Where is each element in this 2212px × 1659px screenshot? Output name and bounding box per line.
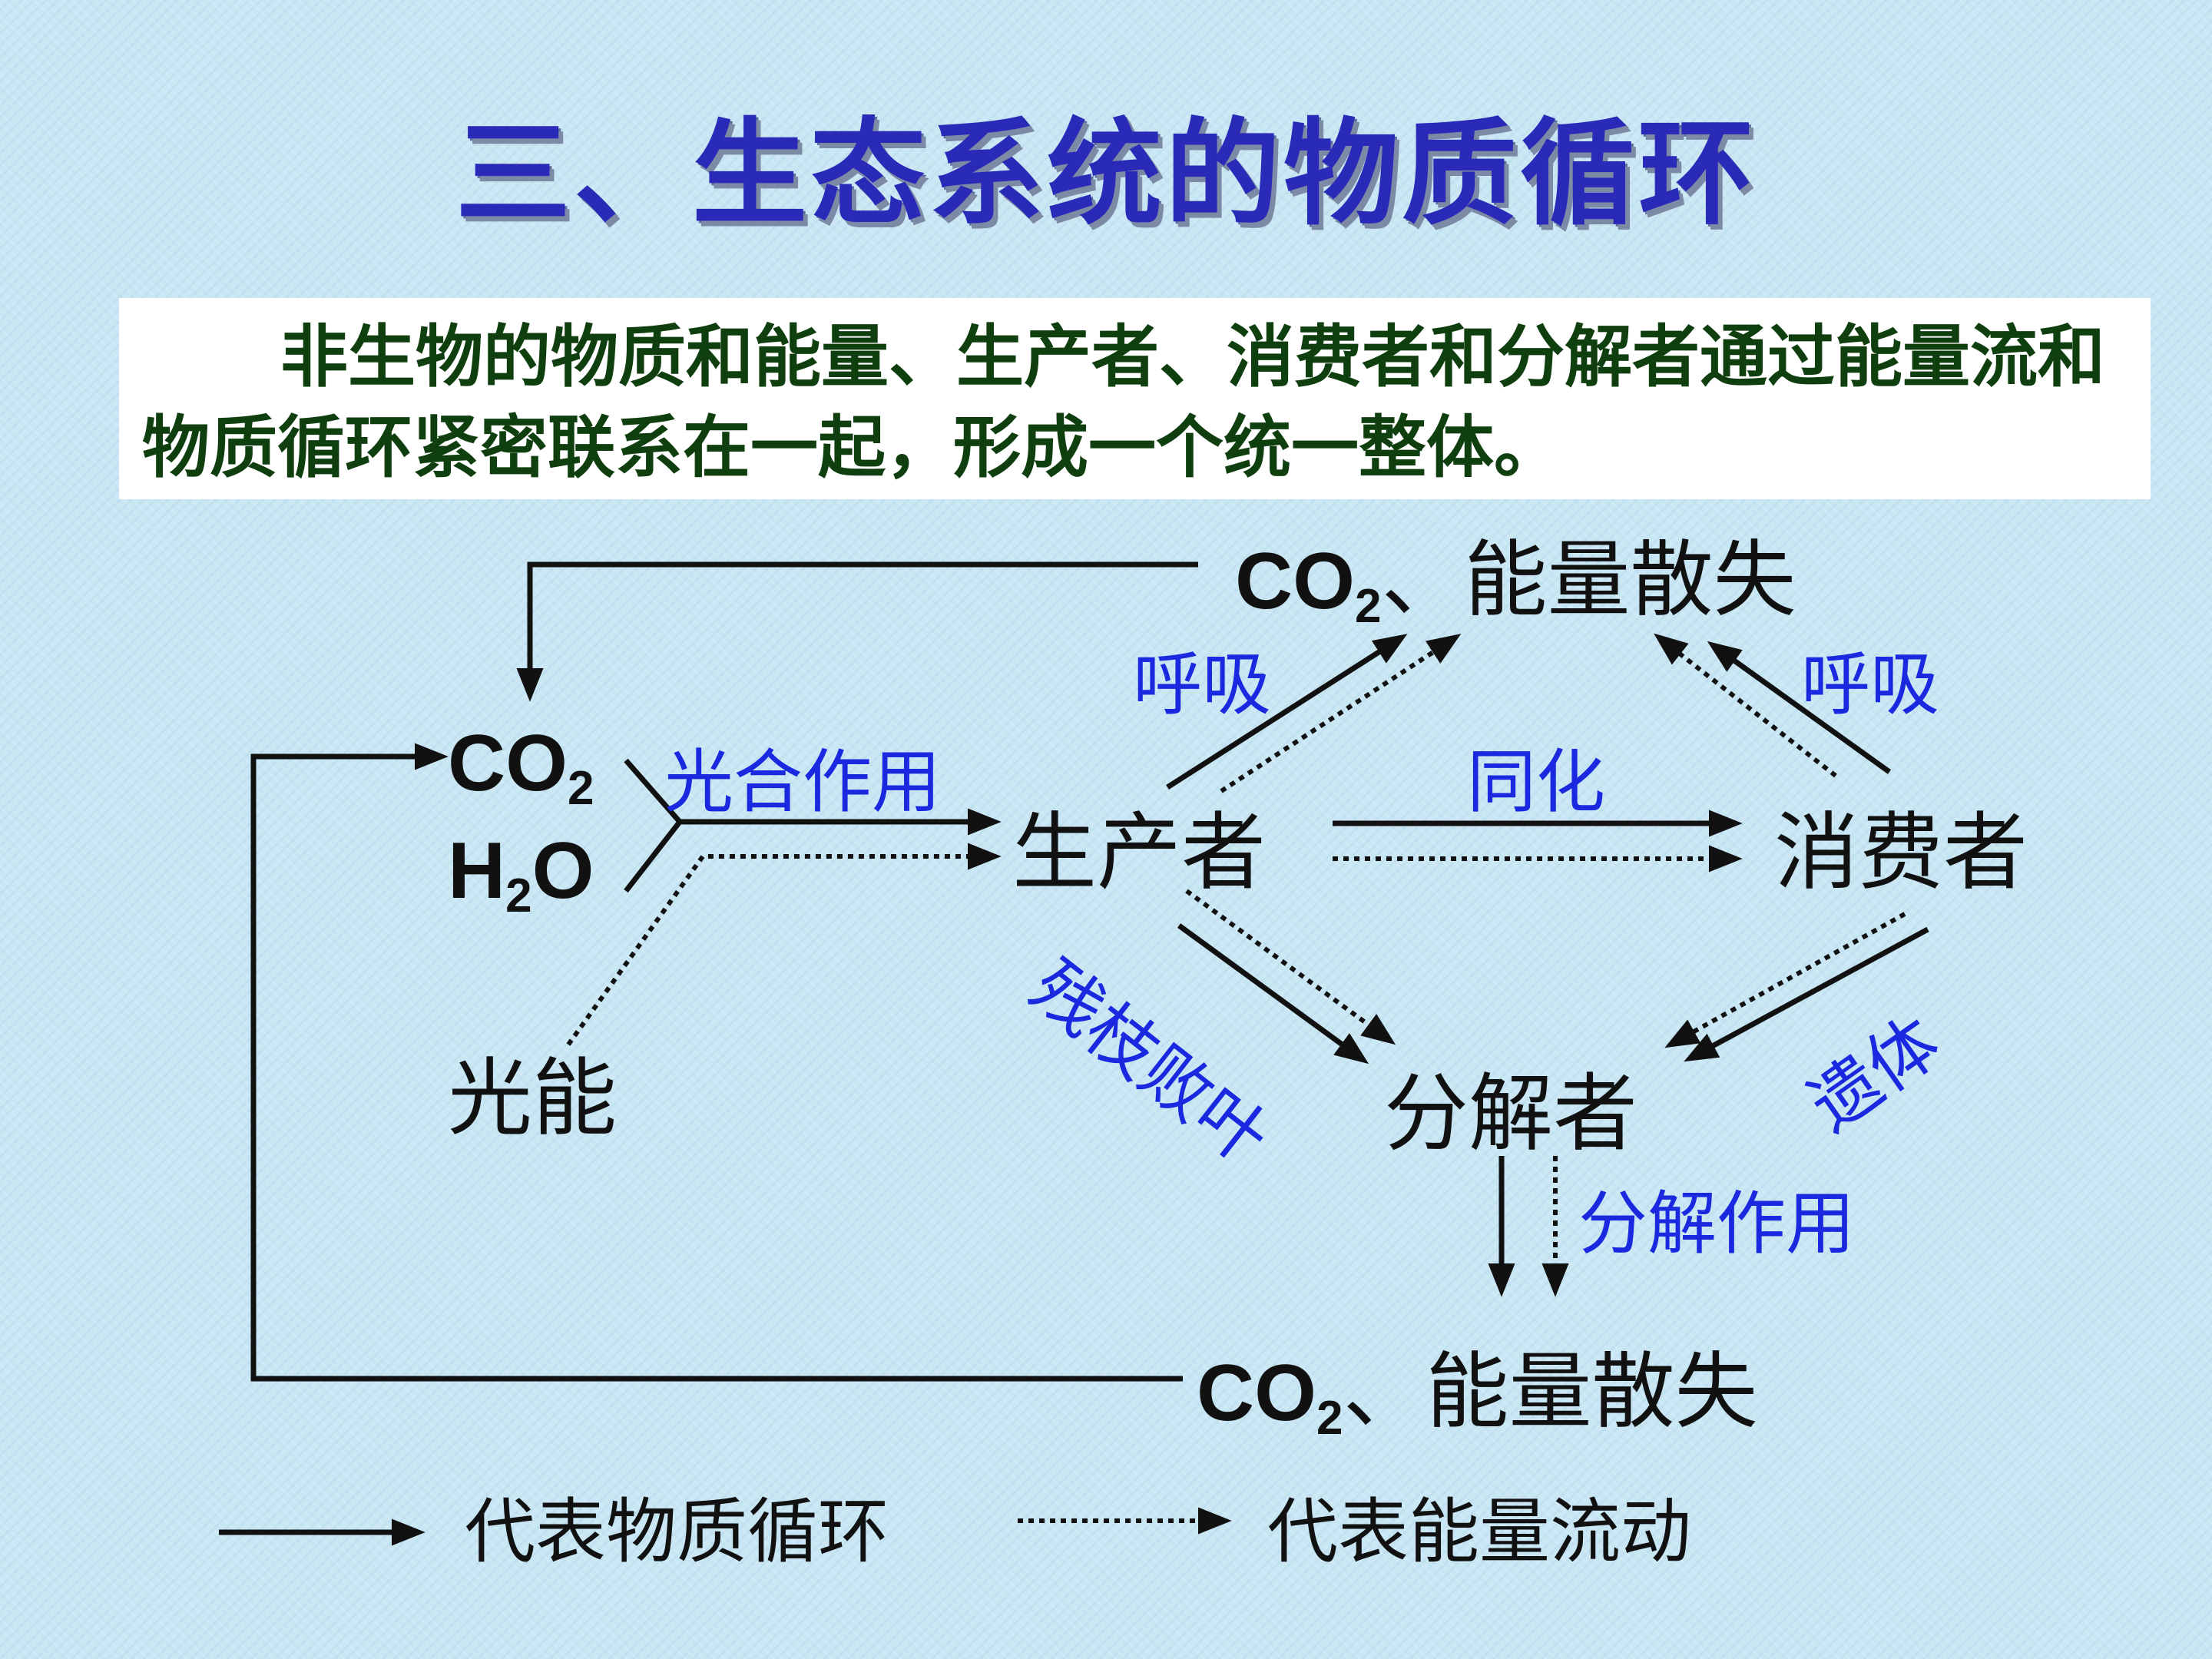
- label-photosynthesis: 光合作用: [664, 742, 941, 823]
- chem-suffix: 、能量散失: [1381, 533, 1796, 626]
- intro-box: 非生物的物质和能量、生产者、消费者和分解者通过能量流和物质循环紧密联系在一起，形…: [119, 298, 2151, 499]
- chem-text: CO: [448, 719, 568, 808]
- h2o-input: H2O: [448, 826, 594, 920]
- arrow-litter-material: [1177, 923, 1369, 1065]
- arrow-producer-respiration-energy: [1220, 634, 1462, 793]
- chem-subscript: 2: [568, 762, 594, 815]
- intro-text: 非生物的物质和能量、生产者、消费者和分解者通过能量流和物质循环紧密联系在一起，形…: [142, 317, 2106, 487]
- chem-subscript: 2: [1355, 580, 1382, 633]
- co2-energy-loss-bottom: CO2、能量散失: [1197, 1325, 1758, 1445]
- producer-node: 生产者: [1012, 803, 1266, 902]
- decomposer-node: 分解者: [1384, 1065, 1637, 1163]
- legend-energy-flow: 代表能量流动: [1267, 1491, 1692, 1573]
- arrow-remains-energy: [1664, 912, 1906, 1048]
- label-respiration-consumer: 呼吸: [1801, 644, 1939, 725]
- co2-energy-loss-top: CO2、能量散失: [1235, 513, 1796, 633]
- arrow-consumer-respiration-energy: [1654, 633, 1837, 778]
- arrow-co2-top-return: [516, 561, 1198, 702]
- chem-text: CO: [1235, 537, 1355, 626]
- chem-subscript: 2: [1316, 1392, 1343, 1445]
- co2-input: CO2: [448, 718, 594, 813]
- page-title: 三、生态系统的物质循环: [455, 108, 1757, 241]
- arrow-remains-material: [1684, 926, 1929, 1062]
- arrow-producer-respiration-material: [1166, 634, 1408, 790]
- label-assimilation: 同化: [1467, 742, 1605, 823]
- chem-text: CO: [1197, 1349, 1316, 1438]
- chem-suffix: O: [531, 826, 594, 916]
- chem-suffix: 、能量散失: [1343, 1345, 1758, 1438]
- label-decomposition: 分解作用: [1578, 1184, 1855, 1264]
- arrow-light-energy: [566, 843, 1002, 1046]
- legend-material-cycle: 代表物质循环: [465, 1491, 889, 1573]
- consumer-node: 消费者: [1774, 803, 2028, 902]
- arrow-co2-bottom-return: [250, 743, 1183, 1382]
- light-energy-node: 光能: [448, 1049, 617, 1147]
- arrow-litter-energy: [1185, 889, 1396, 1045]
- label-respiration-producer: 呼吸: [1133, 644, 1271, 725]
- arrow-consumer-respiration-material: [1707, 641, 1892, 774]
- chem-text: H: [448, 826, 506, 916]
- chem-subscript: 2: [505, 869, 532, 922]
